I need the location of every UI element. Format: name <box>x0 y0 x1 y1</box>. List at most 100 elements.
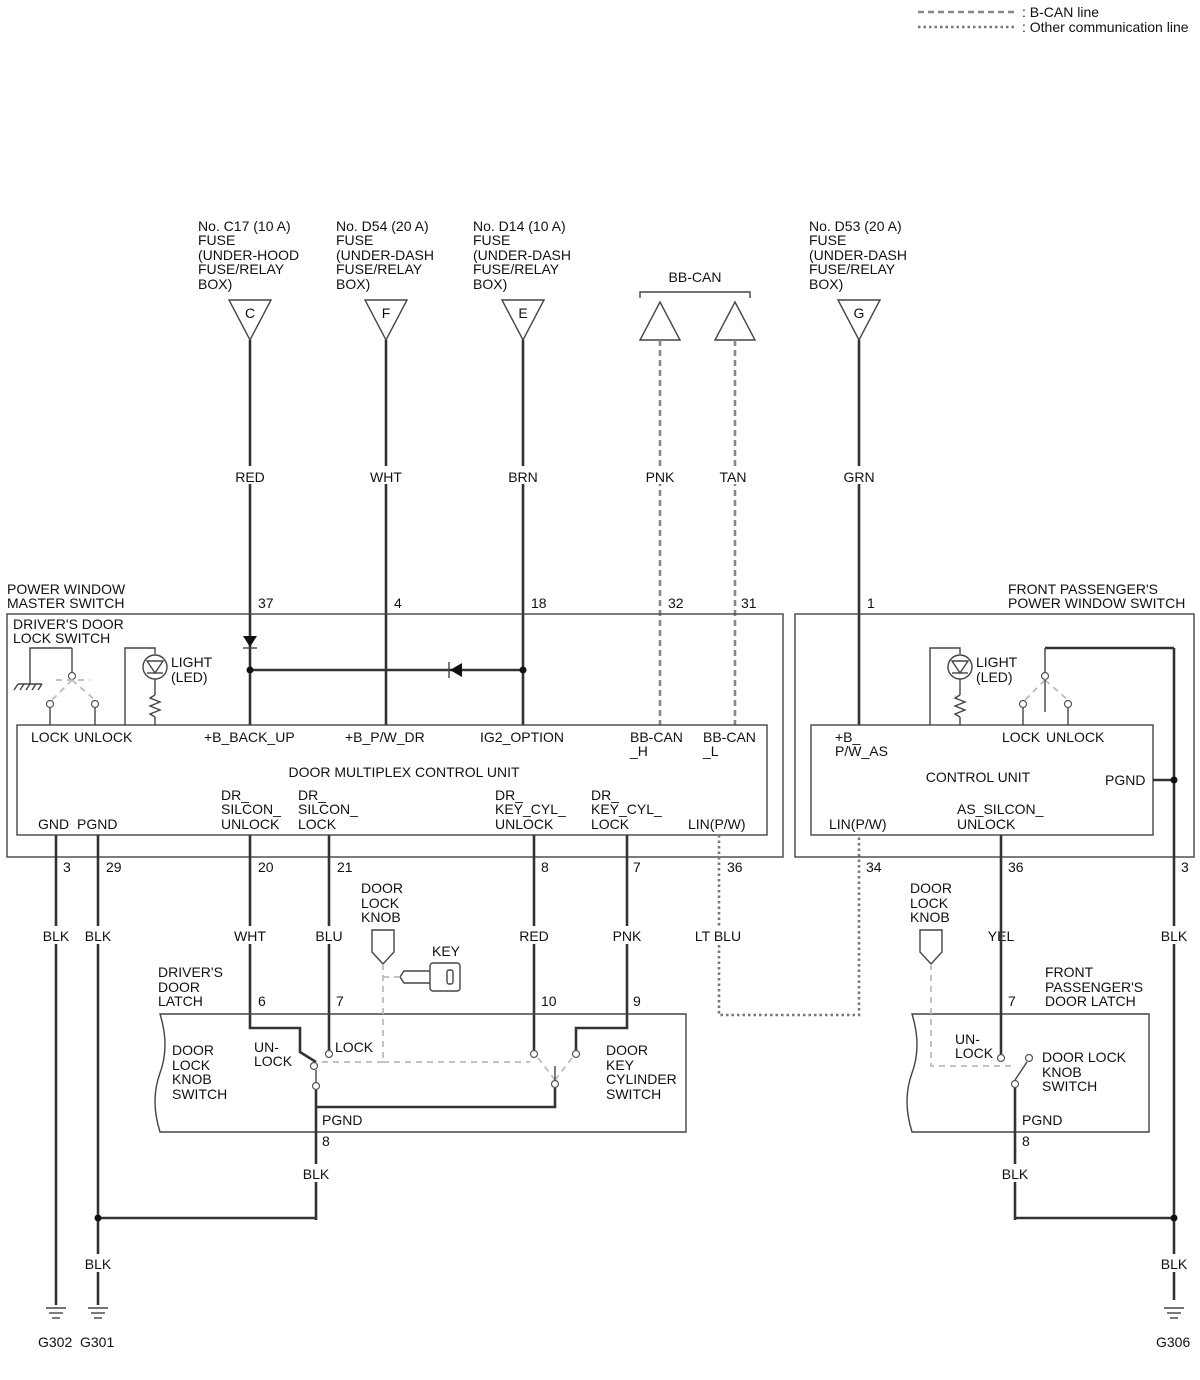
latch-title-line: DOOR LATCH <box>1045 993 1136 1009</box>
wire-label: WHT <box>370 469 402 485</box>
wire-label: PNK <box>646 469 675 485</box>
fuse-label-line: BOX) <box>809 276 843 292</box>
unit-pin-name: P/W_AS <box>835 743 888 759</box>
door-lock-switch-title: DRIVER'S DOOR <box>13 616 124 632</box>
unit-pin-name: UNLOCK <box>221 816 280 832</box>
wire-label: GRN <box>843 469 874 485</box>
latch-title-line: PASSENGER'S <box>1045 979 1143 995</box>
lower-wire-labels: BLK BLK WHT BLU RED PNK LT BLU YEL BLK <box>38 926 1192 944</box>
fuse-label-line: FUSE <box>809 232 846 248</box>
wire-label: BLU <box>315 928 342 944</box>
wire-label: BLK <box>1161 1256 1188 1272</box>
unit-pin-name: LIN(P/W) <box>829 816 887 832</box>
light-label: (LED) <box>976 669 1013 685</box>
junction-dot <box>1170 776 1178 784</box>
unit-pin-name: PGND <box>77 816 117 832</box>
switch-label: KNOB <box>1042 1064 1082 1080</box>
pgnd-label: PGND <box>1022 1112 1062 1128</box>
bbcan-h-arrow-icon <box>638 300 682 341</box>
switch-label: LOCK <box>955 1045 994 1061</box>
pin-label: 8 <box>322 1133 330 1149</box>
pin-label: 32 <box>668 595 684 611</box>
driver-latch-box <box>154 1013 687 1133</box>
master-title: MASTER SWITCH <box>7 595 124 611</box>
unit-pin-name: GND <box>38 816 69 832</box>
connector-e-icon <box>500 299 546 342</box>
switch-label: UN- <box>254 1039 279 1055</box>
passenger-led: LIGHT (LED) <box>929 647 1018 725</box>
fuse-label-line: No. C17 (10 A) <box>198 218 291 234</box>
legend-comm-label: : Other communication line <box>1022 19 1189 35</box>
switch-label: LOCK <box>335 1039 374 1055</box>
bbcan-bracket <box>639 291 751 298</box>
switch-label: DOOR <box>606 1042 648 1058</box>
wire-label: TAN <box>720 469 747 485</box>
unit-pin-name: IG2_OPTION <box>480 729 564 745</box>
fuse-label-line: FUSE <box>336 232 373 248</box>
legend: : B-CAN line : Other communication line <box>918 4 1189 35</box>
fuse-d54-label: No. D54 (20 A) FUSE (UNDER-DASH FUSE/REL… <box>336 218 434 292</box>
fuse-label-line: FUSE <box>198 232 235 248</box>
knob-label: KNOB <box>910 909 950 925</box>
passenger-title: POWER WINDOW SWITCH <box>1008 595 1185 611</box>
latch-title-line: DOOR <box>158 979 200 995</box>
unit-pin-name: BB-CAN <box>630 729 683 745</box>
pin-label: 3 <box>63 859 71 875</box>
master-switch-box <box>6 613 784 858</box>
unit-pin-name: KEY_CYL_ <box>495 801 566 817</box>
unit-pin-name: DR_ <box>591 787 619 803</box>
wire-label: BLK <box>85 928 112 944</box>
switch-label: KEY <box>606 1057 635 1073</box>
key-icon: KEY <box>383 943 461 992</box>
ground-label: G306 <box>1156 1334 1190 1350</box>
door-multiplex-control-unit <box>16 724 768 836</box>
wire-label: BLK <box>1002 1166 1029 1182</box>
wire-label: BRN <box>508 469 538 485</box>
wire-ltblu-lin <box>717 835 861 1017</box>
wire-label: PNK <box>613 928 642 944</box>
latch-title-line: FRONT <box>1045 964 1094 980</box>
light-label: LIGHT <box>171 654 213 670</box>
unit-pin-name: SILCON_ <box>298 801 358 817</box>
key-label: KEY <box>432 943 461 959</box>
pin-label: 7 <box>336 993 344 1009</box>
unit-pin-name: KEY_CYL_ <box>591 801 662 817</box>
unit-pin-name: DR_ <box>298 787 326 803</box>
fuse-label-line: No. D53 (20 A) <box>809 218 902 234</box>
pin-label: 37 <box>258 595 274 611</box>
knob-label: LOCK <box>361 895 400 911</box>
knob-label: LOCK <box>910 895 949 911</box>
switch-label: SWITCH <box>172 1086 227 1102</box>
junction-dot <box>94 1214 102 1222</box>
master-title: POWER WINDOW <box>7 581 126 597</box>
connector-c-icon <box>227 299 273 342</box>
passenger-door-lock-knob-icon: DOOR LOCK KNOB <box>910 880 1012 1067</box>
unit-pin-name: LOCK <box>31 729 70 745</box>
ground-g306-icon <box>1164 1307 1184 1319</box>
pin-label: 31 <box>741 595 757 611</box>
unit-pin-name: PGND <box>1105 772 1145 788</box>
fuse-label-line: BOX) <box>473 276 507 292</box>
pgnd-label: PGND <box>322 1112 362 1128</box>
unit-pin-name: UNLOCK <box>1046 729 1105 745</box>
fuse-c17-label: No. C17 (10 A) FUSE (UNDER-HOOD FUSE/REL… <box>198 218 299 292</box>
unit-pin-name: +B_P/W_DR <box>345 729 425 745</box>
wire-label: LT BLU <box>695 928 741 944</box>
latch-title-line: LATCH <box>158 993 203 1009</box>
fuse-label-line: BOX) <box>198 276 232 292</box>
passenger-latch-title: FRONT PASSENGER'S DOOR LATCH <box>1045 964 1143 1009</box>
unit-pin-name: LOCK <box>1002 729 1041 745</box>
switch-label: UN- <box>955 1031 980 1047</box>
switch-label: LOCK <box>172 1057 211 1073</box>
pin-label: 1 <box>867 595 875 611</box>
master-led: LIGHT (LED) <box>124 647 213 725</box>
pin-label: 6 <box>258 993 266 1009</box>
ground-label: G301 <box>80 1334 114 1350</box>
upper-wire-labels: RED WHT BRN PNK TAN GRN <box>230 466 879 485</box>
fuse-label-line: FUSE/RELAY <box>473 261 560 277</box>
unit-pin-name: BB-CAN <box>703 729 756 745</box>
passenger-title: FRONT PASSENGER'S <box>1008 581 1158 597</box>
unit-pin-name: AS_SILCON_ <box>957 801 1044 817</box>
unit-pin-name: LIN(P/W) <box>688 816 746 832</box>
